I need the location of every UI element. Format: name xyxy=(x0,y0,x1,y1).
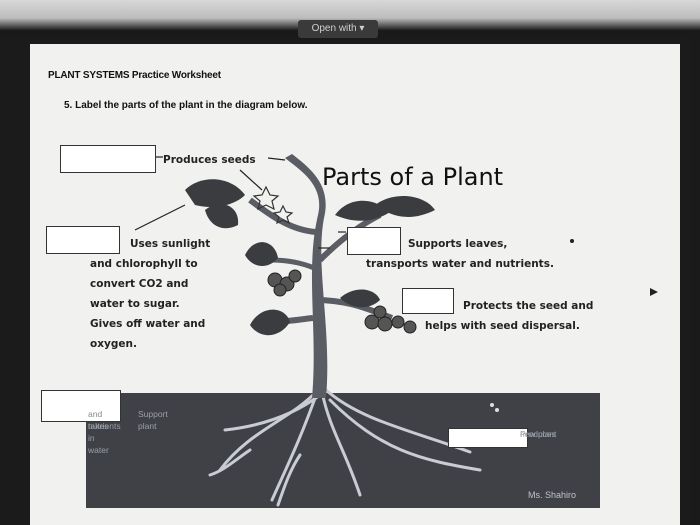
roots xyxy=(208,388,482,507)
label-box-seeds[interactable] xyxy=(60,145,156,173)
fruit xyxy=(267,269,417,334)
label-produces-seeds: Produces seeds xyxy=(163,154,256,166)
question-text: 5. Label the parts of the plant in the d… xyxy=(64,100,308,111)
label-box-roots[interactable] xyxy=(41,390,121,422)
leaves xyxy=(185,179,435,336)
flowers xyxy=(252,185,294,225)
label-box-seed[interactable] xyxy=(448,428,528,448)
diagram-title: Parts of a Plant xyxy=(322,163,504,191)
stem xyxy=(285,154,328,398)
label-box-fruit[interactable] xyxy=(402,288,454,314)
open-with-button[interactable]: Open with ▾ xyxy=(298,20,378,38)
label-box-leaves[interactable] xyxy=(46,226,120,254)
label-box-stem[interactable] xyxy=(347,227,401,255)
worksheet-header: PLANT SYSTEMS Practice Worksheet xyxy=(48,70,221,81)
leader-lines xyxy=(134,156,346,249)
label-fruit: Protects the seed and helps with seed di… xyxy=(425,300,594,332)
signature: Ms. Shahiro xyxy=(528,490,577,500)
label-leaves: Uses sunlight and chlorophyll to convert… xyxy=(90,238,211,350)
label-stem: Supports leaves, transports water and nu… xyxy=(366,238,554,270)
